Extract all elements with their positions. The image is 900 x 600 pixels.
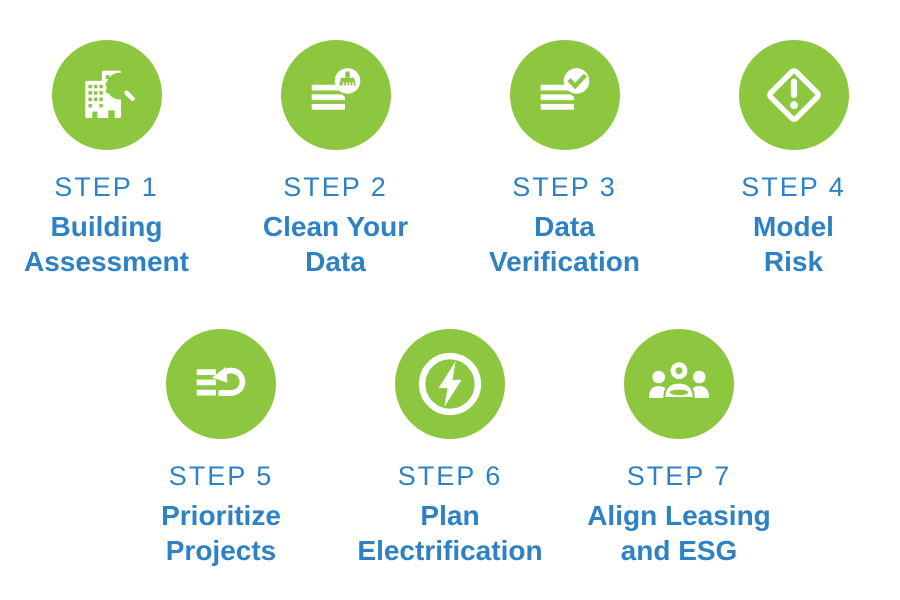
list-check-icon — [540, 68, 589, 110]
list-clean-brush-icon — [311, 68, 360, 110]
step-6-circle — [395, 329, 505, 439]
step-5-title: Prioritize Projects — [161, 500, 281, 566]
step-1-label: STEP 1 — [54, 172, 159, 202]
steps-row-bottom: STEP 5 Prioritize Projects STEP 6 Plan E… — [0, 329, 900, 568]
step-4-circle — [738, 40, 849, 150]
step-3: STEP 3 Data Verification — [462, 40, 667, 279]
step-7: STEP 7 Align Leasing and ESG — [577, 329, 782, 568]
step-1-title: Building Assessment — [24, 211, 189, 277]
step-2-label: STEP 2 — [283, 172, 388, 202]
step-7-circle — [624, 329, 734, 439]
step-1-circle — [51, 40, 162, 150]
list-undo-arrow-icon — [196, 366, 246, 396]
step-3-circle — [509, 40, 620, 150]
diamond-alert-icon — [766, 68, 821, 122]
step-4-label: STEP 4 — [741, 172, 846, 202]
step-6-label: STEP 6 — [397, 461, 503, 491]
step-7-title: Align Leasing and ESG — [587, 500, 771, 566]
lightning-bolt-circle-icon — [418, 352, 482, 416]
step-3-label: STEP 3 — [512, 172, 617, 202]
step-2: STEP 2 Clean Your Data — [233, 40, 438, 279]
step-5-circle — [166, 329, 276, 439]
building-search-icon — [84, 70, 135, 119]
step-1: STEP 1 Building Assessment — [4, 40, 209, 279]
step-7-label: STEP 7 — [626, 461, 732, 491]
step-2-circle — [280, 40, 391, 150]
step-5-label: STEP 5 — [168, 461, 274, 491]
step-6: STEP 6 Plan Electrification — [348, 329, 553, 568]
step-4: STEP 4 Model Risk — [691, 40, 896, 279]
step-4-title: Model Risk — [753, 211, 834, 277]
steps-row-top: STEP 1 Building Assessment STE — [0, 40, 900, 279]
step-6-title: Plan Electrification — [357, 500, 543, 566]
step-3-title: Data Verification — [489, 211, 640, 277]
people-group-icon — [648, 362, 710, 400]
step-5: STEP 5 Prioritize Projects — [119, 329, 324, 568]
step-2-title: Clean Your Data — [262, 211, 409, 277]
